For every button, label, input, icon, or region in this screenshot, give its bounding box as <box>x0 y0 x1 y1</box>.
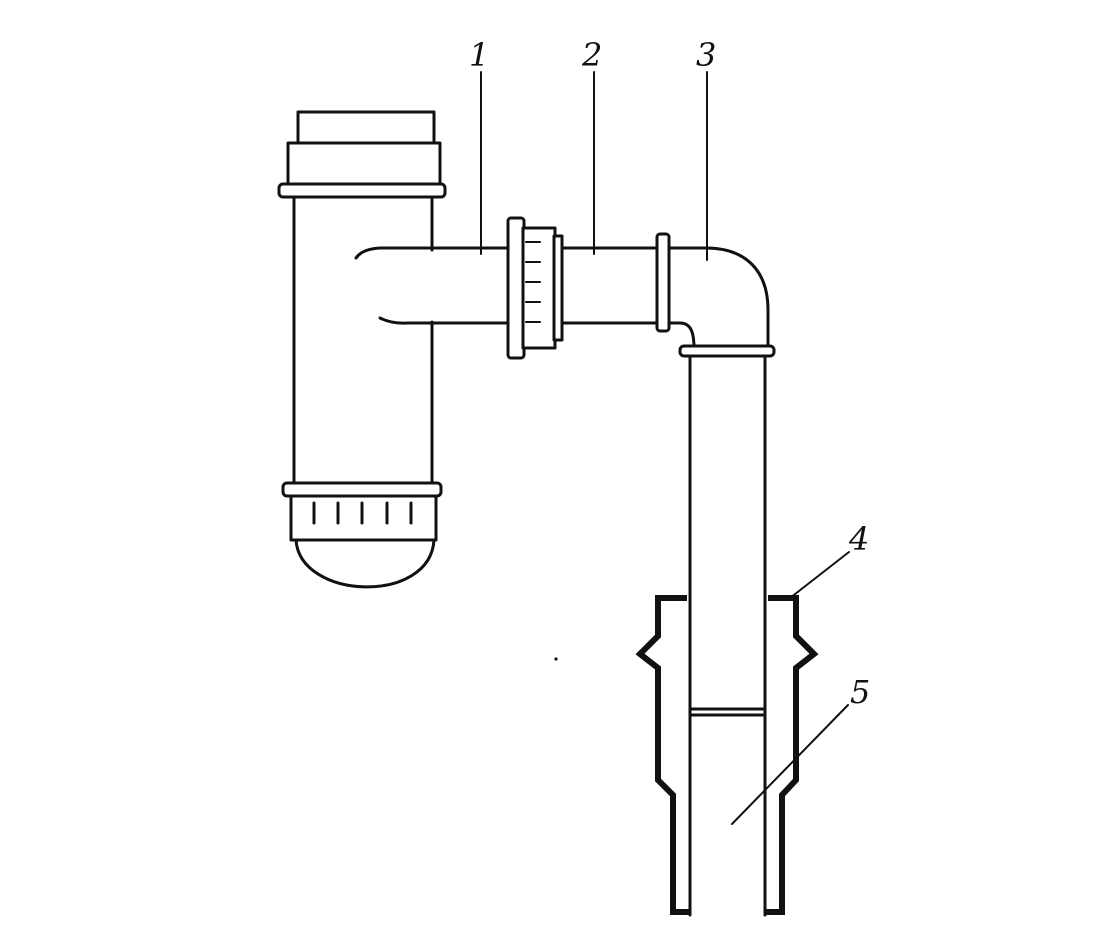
bottle-trap <box>277 110 522 589</box>
trap-top-collar <box>286 141 442 187</box>
socket-left-wall <box>635 595 689 915</box>
callout-2: 2 <box>581 36 602 74</box>
trap-top-cap <box>296 110 436 146</box>
speck <box>554 657 558 661</box>
inlet-upper-edge <box>354 246 522 260</box>
trap-bottom-ring <box>281 481 443 498</box>
elbow-collar <box>655 232 671 333</box>
callout-3: 3 <box>696 36 716 74</box>
callout-labels: 1 2 3 4 5 <box>469 36 870 711</box>
elbow-outer-curve <box>667 246 770 350</box>
nut-lip <box>552 234 564 342</box>
callout-1: 1 <box>469 36 489 74</box>
trap-bowl <box>294 538 436 589</box>
leader-5 <box>731 704 849 825</box>
elbow-bottom-ring <box>678 344 776 358</box>
trap-top-ring <box>277 182 447 199</box>
sewer-socket <box>635 595 819 915</box>
elbow-inner-curve <box>667 321 696 350</box>
elbow <box>655 232 776 358</box>
callout-5: 5 <box>850 673 870 711</box>
leader-4 <box>789 551 850 599</box>
vertical-pipe <box>688 354 767 917</box>
inlet-lower-edge <box>378 316 522 325</box>
union-nut <box>506 216 564 360</box>
horizontal-pipe <box>560 246 662 325</box>
socket-right-wall <box>766 595 819 915</box>
nut-body <box>521 226 557 350</box>
callout-4: 4 <box>848 520 869 558</box>
leader-lines <box>480 71 850 825</box>
